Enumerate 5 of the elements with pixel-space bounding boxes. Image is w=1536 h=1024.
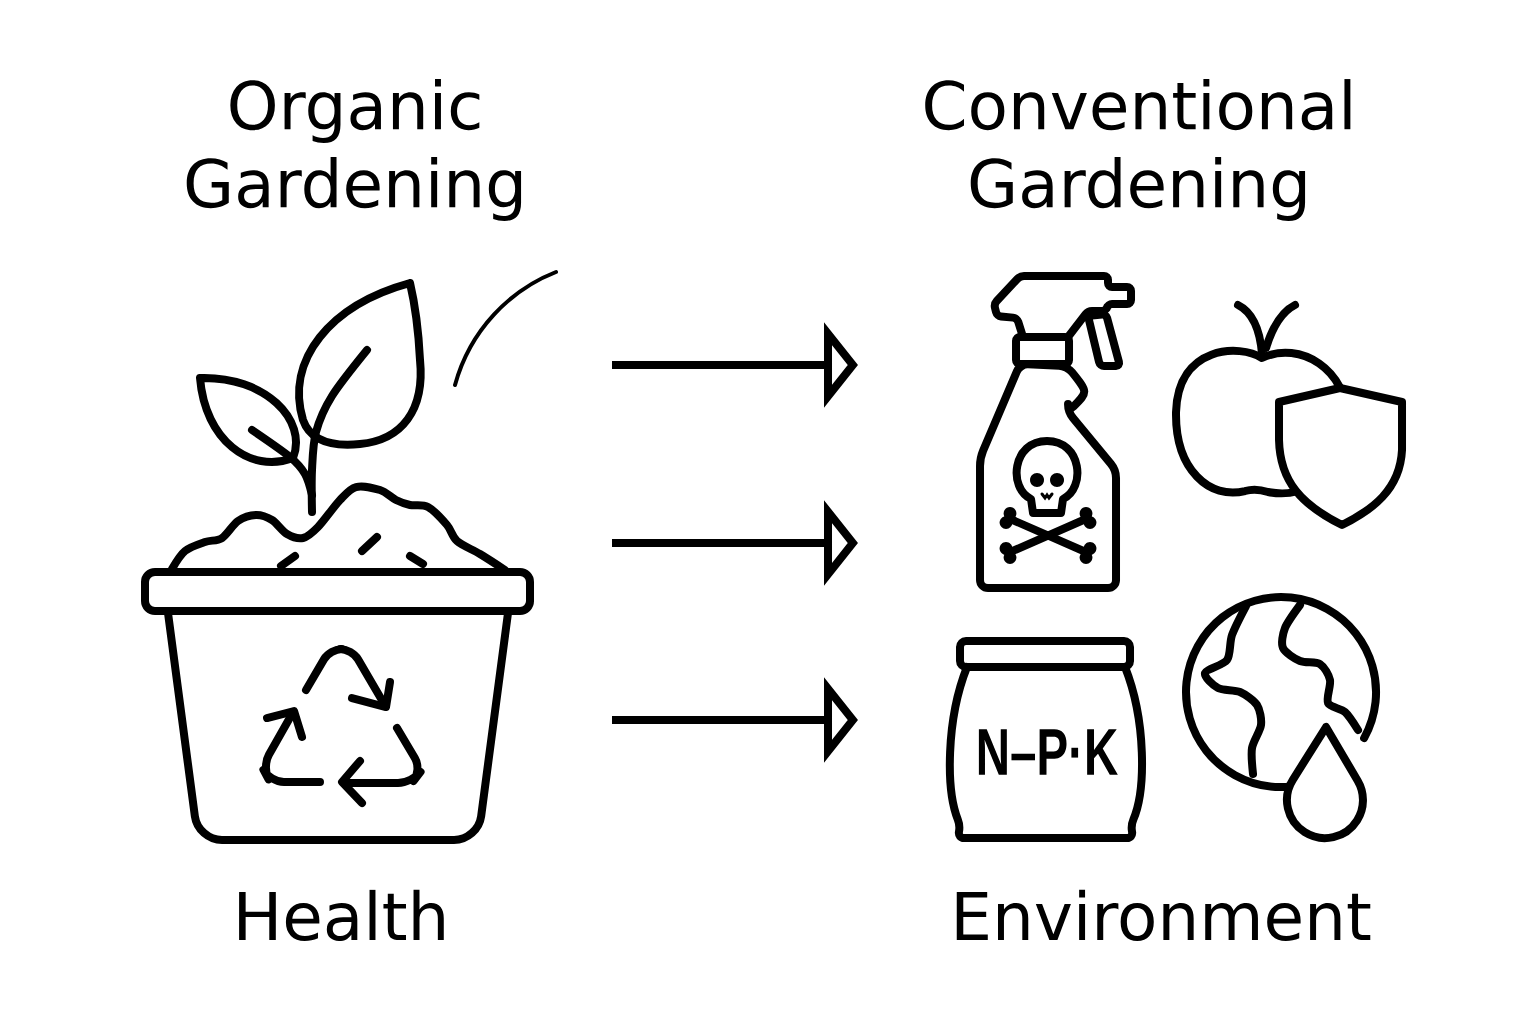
- heading: Conventional Gardening: [925, 79, 1351, 221]
- heading: Organic Gardening: [186, 79, 522, 221]
- node-label: Health: [239, 889, 444, 941]
- bag-label: N–P·K: [978, 729, 1118, 775]
- node-label: Environment: [956, 889, 1371, 941]
